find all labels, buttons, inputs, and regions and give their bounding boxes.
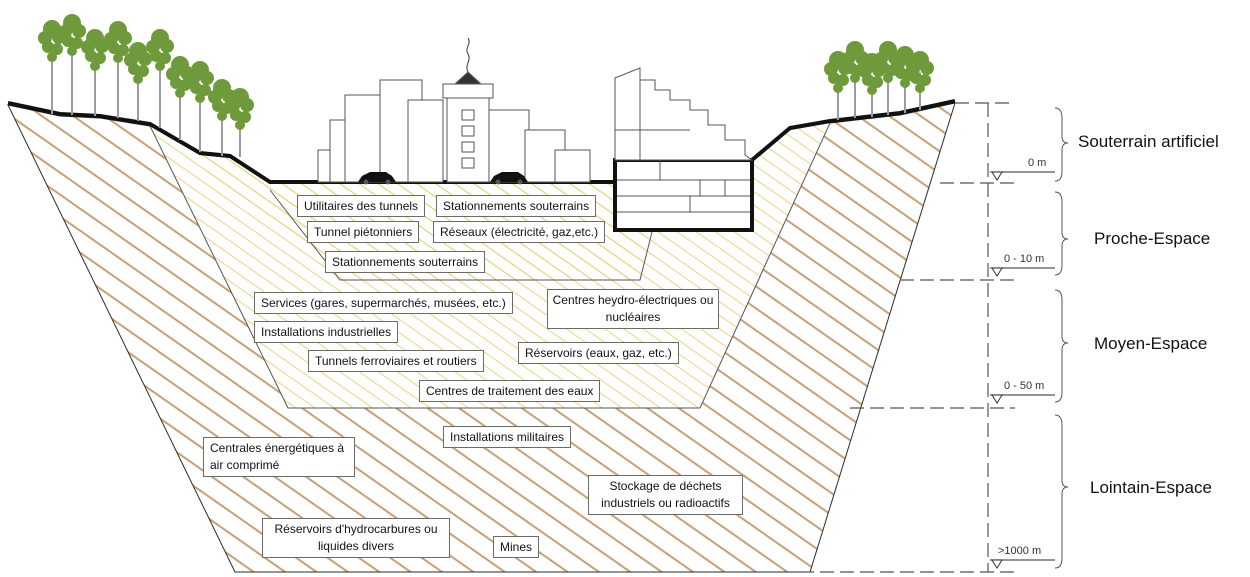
underground-structure — [613, 158, 754, 232]
tree-left-3 — [104, 21, 132, 118]
label-tunnel-pietonniers: Tunnel piétonniers — [307, 221, 420, 243]
tree-right-5 — [906, 51, 934, 110]
label-stationnements-1: Stationnements souterrains — [436, 195, 597, 217]
label-utilitaires: Utilitaires des tunnels — [297, 195, 426, 217]
car-2 — [490, 172, 528, 185]
trees-right — [824, 41, 934, 120]
tree-left-5 — [146, 29, 174, 128]
label-reservoirs-hydrocarbures: Réservoirs d'hydrocarbures ou liquides d… — [262, 518, 450, 558]
depth-markers — [991, 171, 1003, 569]
label-stationnements-2: Stationnements souterrains — [325, 251, 486, 273]
tree-left-6 — [166, 56, 194, 140]
label-reservoirs-eaux: Réservoirs (eaux, gaz, etc.) — [518, 342, 679, 364]
tree-left-7 — [186, 61, 214, 152]
depth-label-3: >1000 m — [998, 545, 1042, 557]
depth-label-2: 0 - 50 m — [1004, 380, 1045, 392]
ground-surface — [7, 101, 615, 184]
zone-souterrain-artificiel: Souterrain artificiel — [1078, 132, 1219, 151]
tree-left-1 — [58, 14, 86, 115]
label-stockage-dechets: Stockage de déchets industriels ou radio… — [588, 475, 743, 515]
label-centres-hydro: Centres heydro-électriques ou nucléaires — [547, 289, 719, 329]
braces — [1054, 107, 1069, 569]
tree-right-1 — [841, 41, 869, 118]
tree-left-4 — [124, 42, 152, 121]
tree-left-9 — [226, 88, 254, 157]
zone-moyen-espace: Moyen-Espace — [1094, 334, 1208, 353]
label-tunnels-ferroviaires: Tunnels ferroviaires et routiers — [308, 350, 484, 372]
tree-left-2 — [81, 29, 109, 116]
label-installations-militaires: Installations militaires — [443, 426, 572, 448]
label-reseaux: Réseaux (électricité, gaz,etc.) — [433, 221, 606, 243]
depth-label-1: 0 - 10 m — [1004, 253, 1045, 265]
tower — [442, 37, 591, 183]
car-1 — [358, 172, 396, 185]
zone-lointain-espace: Lointain-Espace — [1090, 478, 1212, 497]
trees-left — [38, 14, 254, 157]
label-installations-industrielles: Installations industrielles — [254, 321, 399, 343]
buildings-right — [614, 67, 754, 161]
depth-label-0: 0 m — [1028, 157, 1047, 169]
label-centrales-air: Centrales énergétiques à air comprimé — [203, 437, 355, 477]
buildings-left — [317, 79, 444, 183]
zone-proche-espace: Proche-Espace — [1094, 229, 1211, 248]
label-services: Services (gares, supermarchés, musées, e… — [254, 292, 513, 314]
label-centres-traitement: Centres de traitement des eaux — [419, 380, 601, 402]
label-mines: Mines — [493, 536, 540, 558]
